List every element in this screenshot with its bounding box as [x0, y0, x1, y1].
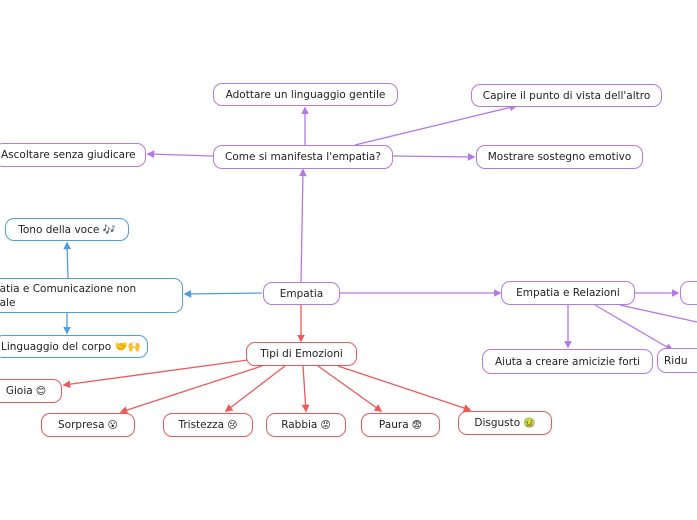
node-aiuta-amicizie[interactable]: Aiuta a creare amicizie forti	[482, 349, 653, 374]
node-ascoltare-senza-giudicare[interactable]: Ascoltare senza giudicare	[0, 143, 146, 167]
node-riduce-fragment[interactable]: Ridu	[657, 348, 697, 373]
edge-manifesta-puntovista	[354, 103, 518, 146]
node-tristezza[interactable]: Tristezza 😢	[163, 413, 253, 437]
node-tono-della-voce[interactable]: Tono della voce 🎶	[5, 218, 129, 241]
node-sorpresa[interactable]: Sorpresa 😮	[41, 413, 135, 437]
edge-comunicazione-tono	[63, 241, 72, 279]
edge-root-comunicazione	[183, 290, 263, 298]
node-capire-punto-vista[interactable]: Capire il punto di vista dell'altro	[471, 84, 662, 107]
smile-emoji-icon: 😊	[35, 385, 47, 397]
node-adottare-linguaggio[interactable]: Adottare un linguaggio gentile	[213, 83, 398, 106]
node-paura[interactable]: Paura 😨	[361, 413, 440, 437]
disgusto-label: Disgusto	[474, 417, 521, 429]
tristezza-label: Tristezza	[178, 419, 225, 431]
edge-emozioni-sorpresa	[119, 365, 263, 414]
node-empatia-comunicazione[interactable]: patia e Comunicazione non bale	[0, 278, 183, 313]
edge-emozioni-rabbia	[301, 365, 310, 413]
node-mostrare-sostegno[interactable]: Mostrare sostegno emotivo	[476, 145, 643, 169]
paura-label: Paura	[378, 419, 409, 431]
node-linguaggio-corpo[interactable]: Linguaggio del corpo 🤝🙌	[0, 335, 148, 358]
gioia-label: Gioia	[5, 385, 33, 397]
edge-emozioni-disgusto	[337, 365, 472, 412]
edge-relazioni-offscreen	[619, 304, 697, 323]
comunicazione-label: patia e Comunicazione non bale	[0, 282, 136, 310]
edge-emozioni-tristezza	[224, 365, 286, 412]
edge-root-manifesta	[298, 168, 307, 284]
comunicazione-label-line1: patia e Comunicazione non	[0, 282, 137, 295]
angry-emoji-icon: 😡	[320, 419, 331, 431]
sorpresa-label: Sorpresa	[58, 419, 105, 431]
node-come-si-manifesta[interactable]: Come si manifesta l'empatia?	[213, 145, 393, 169]
node-empatia-root[interactable]: Empatia	[263, 282, 340, 305]
node-relazioni-offscreen[interactable]	[680, 281, 697, 305]
surprised-emoji-icon: 😮	[107, 419, 118, 431]
node-gioia[interactable]: Gioia 😊	[0, 379, 62, 403]
nauseated-emoji-icon: 🤢	[523, 417, 536, 429]
edge-manifesta-sostegno	[392, 153, 476, 161]
node-rabbia[interactable]: Rabbia 😡	[266, 413, 346, 437]
edge-emozioni-gioia	[62, 359, 249, 389]
crying-emoji-icon: 😢	[227, 419, 238, 431]
node-disgusto[interactable]: Disgusto 🤢	[458, 411, 552, 435]
edge-relazioni-riduce	[594, 304, 674, 351]
edge-emozioni-paura	[317, 365, 383, 412]
edge-manifesta-ascoltare	[146, 150, 214, 159]
comunicazione-label-line2: bale	[0, 296, 16, 309]
rabbia-label: Rabbia	[281, 419, 318, 431]
fearful-emoji-icon: 😨	[411, 419, 423, 431]
node-tipi-emozioni[interactable]: Tipi di Emozioni	[246, 342, 357, 366]
node-empatia-relazioni[interactable]: Empatia e Relazioni	[501, 281, 635, 305]
